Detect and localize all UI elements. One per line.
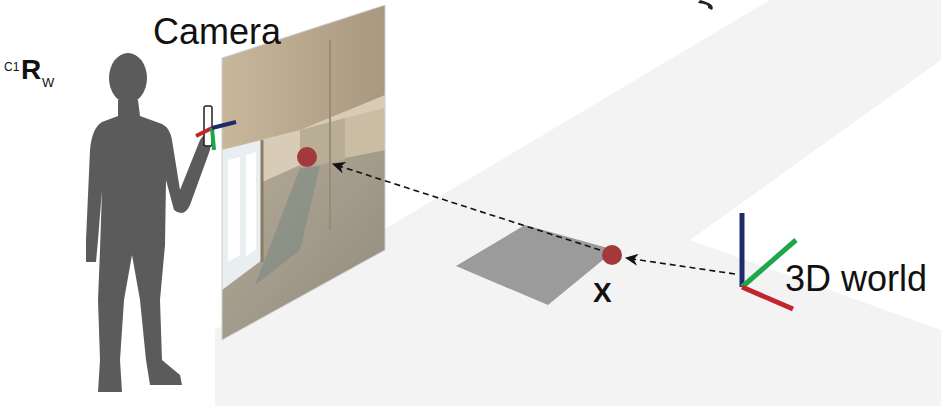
frame-superscript: C1 [4, 61, 19, 73]
world-arrow [626, 258, 735, 274]
camera-axis-z [212, 122, 236, 128]
cut-glyph [698, 0, 713, 10]
phone [204, 106, 212, 146]
camera-axis-y [212, 128, 214, 150]
background-band [215, 0, 941, 406]
plane-patch [456, 225, 615, 305]
point-label: X [593, 279, 612, 307]
camera-label: Camera [153, 14, 281, 50]
world-axis-z [740, 213, 745, 287]
image-point [297, 147, 317, 167]
image-plane [220, 0, 390, 345]
rotation-symbol: R [21, 56, 41, 84]
world-label: 3D world [785, 261, 927, 297]
frame-subscript: W [42, 76, 54, 89]
camera-axis-x [196, 128, 212, 136]
projection-arrow [333, 164, 600, 250]
world-point [602, 245, 622, 265]
person-silhouette [86, 53, 212, 392]
